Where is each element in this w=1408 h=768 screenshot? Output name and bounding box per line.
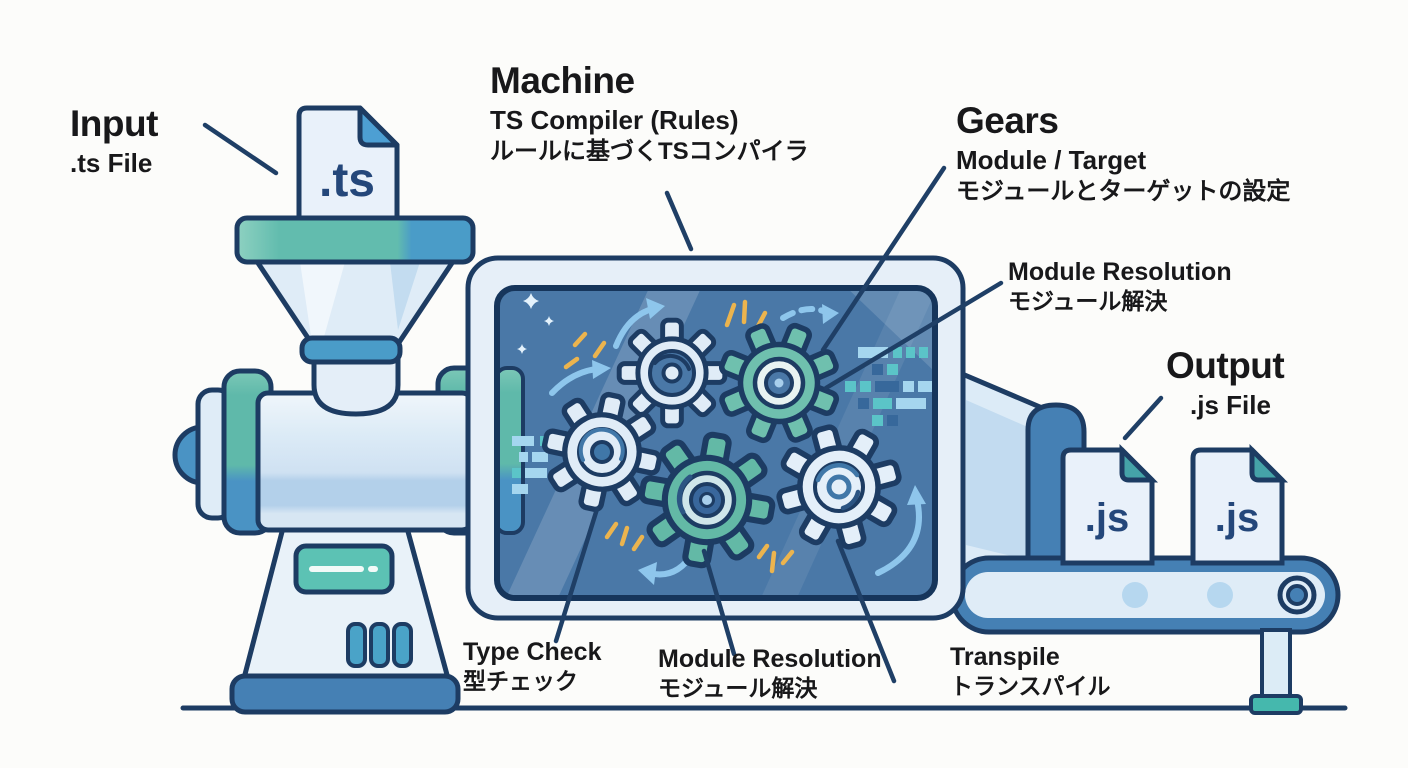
conveyor-belt bbox=[949, 555, 1341, 715]
machine-leader-line bbox=[664, 190, 694, 252]
machine-subtitle-en: TS Compiler (Rules) bbox=[490, 105, 739, 136]
transpile-en: Transpile bbox=[950, 643, 1060, 671]
transpile-ja: トランスパイル bbox=[950, 673, 1111, 699]
module-resolution-bottom-leader-line bbox=[701, 548, 737, 657]
input-leader-line bbox=[202, 122, 279, 176]
belt-foot bbox=[1249, 694, 1303, 715]
js-file-icon-2: .js bbox=[1190, 443, 1289, 566]
input-label: Input .ts File bbox=[70, 103, 158, 179]
compiler-machine bbox=[465, 255, 966, 621]
gears-subtitle-en: Module / Target bbox=[956, 145, 1147, 176]
machine-title: Machine bbox=[490, 60, 635, 101]
module-resolution-right-label: Module Resolution モジュール解決 bbox=[1008, 258, 1232, 315]
output-leader-line bbox=[1122, 395, 1164, 441]
module-resolution-right-leader-line bbox=[823, 280, 1004, 391]
feed-tube bbox=[311, 352, 401, 417]
output-label: Output .js File bbox=[1166, 345, 1285, 421]
gear-top-right-icon bbox=[702, 306, 857, 461]
belt-roller bbox=[1122, 582, 1148, 608]
type-check-en: Type Check bbox=[463, 638, 602, 666]
machine-subtitle-ja: ルールに基づくTSコンパイラ bbox=[490, 137, 809, 165]
output-title: Output bbox=[1166, 345, 1285, 386]
stand-vents bbox=[346, 622, 413, 668]
gears-subtitle-ja: モジュールとターゲットの設定 bbox=[956, 177, 1291, 205]
gear-bottom-center-icon bbox=[631, 424, 782, 575]
input-subtitle: .ts File bbox=[70, 148, 153, 179]
module-resolution-bottom-en: Module Resolution bbox=[658, 645, 882, 673]
js-file-label: .js bbox=[1085, 496, 1129, 540]
grinder-stand bbox=[229, 525, 461, 715]
gears-leader-line bbox=[820, 165, 947, 353]
gears-title: Gears bbox=[956, 100, 1059, 141]
leader-lines bbox=[202, 122, 1164, 684]
gear-right-icon bbox=[756, 404, 921, 569]
type-check-label: Type Check 型チェック bbox=[463, 638, 601, 695]
hopper-funnel bbox=[253, 257, 457, 347]
js-file-label: .js bbox=[1215, 496, 1259, 540]
module-resolution-bottom-label: Module Resolution モジュール解決 bbox=[658, 645, 882, 702]
ts-file-icon: .ts bbox=[296, 105, 400, 247]
funnel-collar bbox=[299, 335, 403, 365]
js-file-icon-1: .js bbox=[1060, 443, 1159, 566]
stand-base bbox=[229, 673, 461, 715]
type-check-ja: 型チェック bbox=[463, 668, 578, 694]
machine-label: Machine TS Compiler (Rules) ルールに基づくTSコンパ… bbox=[490, 60, 809, 165]
sparkle-icons bbox=[517, 293, 554, 354]
type-check-leader-line bbox=[553, 506, 600, 644]
module-resolution-bottom-ja: モジュール解決 bbox=[658, 675, 818, 701]
gear-top-icon bbox=[619, 320, 725, 426]
arrow-heads bbox=[592, 298, 926, 585]
belt-roller bbox=[1207, 582, 1233, 608]
belt-leg bbox=[1260, 628, 1292, 704]
transpile-label: Transpile トランスパイル bbox=[950, 643, 1111, 700]
transpile-leader-line bbox=[835, 538, 897, 684]
module-resolution-right-en: Module Resolution bbox=[1008, 258, 1232, 286]
input-title: Input bbox=[70, 103, 158, 144]
ts-file-label: .ts bbox=[319, 154, 375, 207]
machine-screen-content bbox=[497, 288, 935, 598]
module-resolution-right-ja: モジュール解決 bbox=[1008, 288, 1168, 314]
output-subtitle: .js File bbox=[1190, 390, 1271, 421]
spark-lines bbox=[563, 299, 795, 574]
gears-label: Gears Module / Target モジュールとターゲットの設定 bbox=[956, 100, 1290, 205]
hopper-rim bbox=[234, 215, 476, 265]
gear-left-icon bbox=[534, 384, 671, 521]
